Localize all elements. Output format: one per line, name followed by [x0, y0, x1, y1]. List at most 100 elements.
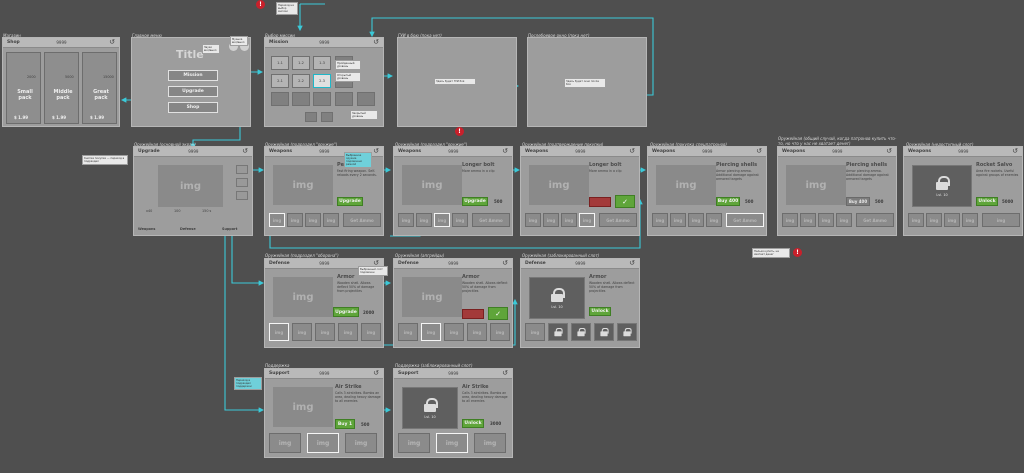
weapon-slot[interactable]: img	[452, 213, 468, 227]
upgrade-button[interactable]: Upgrade	[333, 307, 359, 317]
defense-slot-locked	[548, 323, 568, 341]
shop-pack-small[interactable]: 2000 Small pack $ 1.99	[6, 52, 41, 124]
weapon-slot[interactable]: img	[525, 213, 541, 227]
weapon-slot[interactable]: img	[962, 213, 978, 227]
defense-slot[interactable]: img	[467, 323, 487, 341]
menu-upgrade-button[interactable]: Upgrade	[168, 86, 218, 97]
get-ammo-slot[interactable]: Get Ammo	[599, 213, 637, 227]
get-ammo-slot[interactable]: img	[982, 213, 1020, 227]
back-arrow-icon[interactable]: ↺	[109, 38, 115, 46]
side-slot[interactable]	[236, 165, 248, 174]
weapon-slot[interactable]: img	[670, 213, 686, 227]
sound-off-icon[interactable]	[229, 42, 238, 51]
back-arrow-icon[interactable]: ↺	[502, 147, 508, 155]
music-icon[interactable]	[240, 42, 249, 51]
support-slot-selected[interactable]: img	[307, 433, 339, 453]
back-arrow-icon[interactable]: ↺	[242, 147, 248, 155]
defense-slot[interactable]: img	[292, 323, 312, 341]
weapon-slot-selected[interactable]: img	[434, 213, 450, 227]
upgrade-button[interactable]: Upgrade	[462, 197, 488, 206]
weapon-slot[interactable]: img	[926, 213, 942, 227]
defense-slot-selected[interactable]: img	[269, 323, 289, 341]
support-slot[interactable]: img	[345, 433, 377, 453]
level-cell-current[interactable]: 2-3	[313, 74, 331, 88]
get-ammo-slot[interactable]: Get Ammo	[472, 213, 510, 227]
back-arrow-icon[interactable]: ↺	[886, 147, 892, 155]
back-arrow-icon[interactable]: ↺	[756, 147, 762, 155]
weapon-slot[interactable]: img	[398, 213, 414, 227]
weapon-slot[interactable]: img	[706, 213, 722, 227]
menu-shop-button[interactable]: Shop	[168, 102, 218, 113]
back-arrow-icon[interactable]: ↺	[502, 259, 508, 267]
menu-mission-button[interactable]: Mission	[168, 70, 218, 81]
defense-slot[interactable]: img	[338, 323, 358, 341]
back-arrow-icon[interactable]: ↺	[373, 369, 379, 377]
cancel-button[interactable]	[589, 197, 611, 207]
back-arrow-icon[interactable]: ↺	[373, 259, 379, 267]
buy-ammo-button[interactable]: Buy 400	[716, 197, 740, 206]
weapon-slot[interactable]: img	[836, 213, 852, 227]
unlock-button[interactable]: Unlock	[589, 307, 611, 316]
checkmark-icon[interactable]: ✓	[488, 307, 508, 320]
buy-button[interactable]: Buy 1	[335, 419, 355, 429]
defense-top-bar: Defense 9999 ↺	[265, 259, 383, 269]
unlock-button[interactable]: Unlock	[976, 197, 998, 206]
support-slot-selected[interactable]: img	[436, 433, 468, 453]
back-arrow-icon[interactable]: ↺	[373, 38, 379, 46]
level-cell[interactable]: 1-3	[313, 56, 331, 70]
weapon-slot[interactable]: img	[561, 213, 577, 227]
weapon-slot[interactable]: img	[908, 213, 924, 227]
get-ammo-slot-selected[interactable]: Get Ammo	[726, 213, 764, 227]
back-arrow-icon[interactable]: ↺	[629, 259, 635, 267]
weapon-name: Piercing shells	[846, 162, 888, 168]
upgrade-button[interactable]: Upgrade	[337, 197, 363, 206]
shop-pack-great[interactable]: 15000 Great pack $ 1.99	[82, 52, 117, 124]
side-slot[interactable]	[236, 178, 248, 187]
level-cell[interactable]: 1-2	[292, 56, 310, 70]
price-label: 5000	[1002, 199, 1014, 204]
unlock-button[interactable]: Unlock	[462, 419, 484, 428]
get-ammo-slot[interactable]: Get Ammo	[856, 213, 894, 227]
weapon-slot-selected[interactable]: img	[269, 213, 285, 227]
level-cell[interactable]: 2-1	[271, 74, 289, 88]
category-weapons[interactable]: Weapons	[138, 227, 156, 231]
weapon-slot[interactable]: img	[944, 213, 960, 227]
back-arrow-icon[interactable]: ↺	[1012, 147, 1018, 155]
warning-icon: !	[455, 127, 464, 136]
get-ammo-slot[interactable]: Get Ammo	[343, 213, 381, 227]
weapon-slot[interactable]: img	[782, 213, 798, 227]
cancel-button[interactable]	[462, 309, 484, 319]
defense-slot[interactable]: img	[361, 323, 381, 341]
shop-pack-middle[interactable]: 5000 Middle pack $ 1.99	[44, 52, 79, 124]
pack-name: Middle pack	[53, 89, 73, 101]
weapon-slot[interactable]: img	[323, 213, 339, 227]
back-arrow-icon[interactable]: ↺	[629, 147, 635, 155]
checkmark-icon[interactable]: ✓	[615, 195, 635, 208]
support-slot[interactable]: img	[398, 433, 430, 453]
defense-slot[interactable]: img	[315, 323, 335, 341]
back-arrow-icon[interactable]: ↺	[373, 147, 379, 155]
weapon-slot[interactable]: img	[818, 213, 834, 227]
support-slot[interactable]: img	[269, 433, 301, 453]
level-cell[interactable]: 2-2	[292, 74, 310, 88]
defense-slot-selected[interactable]: img	[421, 323, 441, 341]
weapon-slot-selected[interactable]: img	[579, 213, 595, 227]
side-slot[interactable]	[236, 191, 248, 200]
weapon-slot[interactable]: img	[543, 213, 559, 227]
weapon-slot[interactable]: img	[287, 213, 303, 227]
support-slot[interactable]: img	[474, 433, 506, 453]
defense-slot[interactable]: img	[444, 323, 464, 341]
defense-slot[interactable]: img	[398, 323, 418, 341]
weapon-slot[interactable]: img	[652, 213, 668, 227]
back-arrow-icon[interactable]: ↺	[502, 369, 508, 377]
weapon-slot[interactable]: img	[416, 213, 432, 227]
defense-slot[interactable]: img	[525, 323, 545, 341]
category-defense[interactable]: Defense	[180, 227, 196, 231]
weapon-slot[interactable]: img	[800, 213, 816, 227]
weapon-slot[interactable]: img	[688, 213, 704, 227]
category-support[interactable]: Support	[222, 227, 238, 231]
weapon-image: img	[402, 165, 462, 205]
defense-slot[interactable]: img	[490, 323, 510, 341]
weapon-slot[interactable]: img	[305, 213, 321, 227]
level-cell[interactable]: 1-1	[271, 56, 289, 70]
